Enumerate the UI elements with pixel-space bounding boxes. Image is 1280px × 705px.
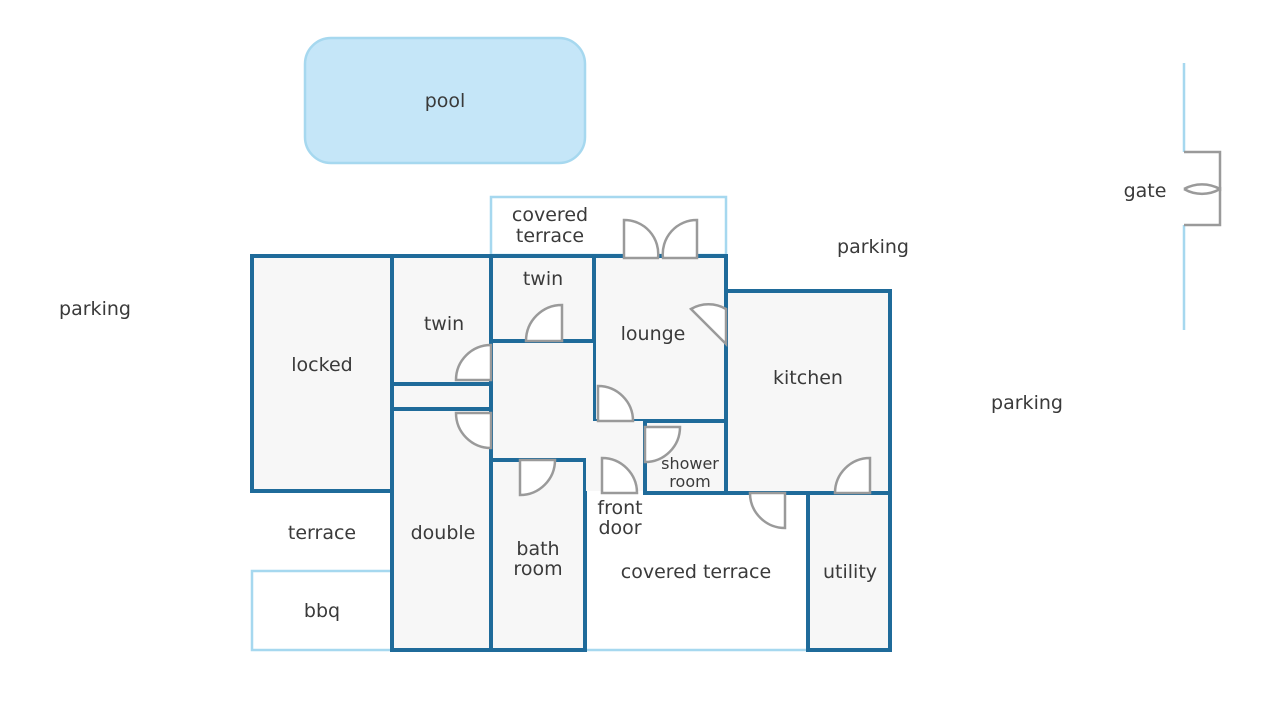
label-covered-terrace-top-2: terrace (516, 225, 584, 247)
door-shower (643, 425, 682, 464)
label-kitchen: kitchen (773, 367, 843, 389)
room-locked (250, 254, 394, 493)
door-lounge-kitchen (688, 303, 728, 348)
door-utility (833, 456, 872, 495)
hall (493, 343, 593, 458)
label-bath-2: room (513, 558, 562, 580)
room-utility (806, 491, 892, 652)
label-double: double (411, 522, 476, 544)
door-bath (518, 458, 557, 497)
door-front (600, 456, 639, 495)
corridor-stub (390, 382, 493, 411)
label-covered-terrace-top-1: covered (512, 204, 588, 226)
label-bath-1: bath (516, 538, 559, 560)
label-gate: gate (1124, 180, 1167, 202)
label-pool: pool (425, 90, 466, 112)
door-terrace-left (622, 218, 660, 260)
door-terrace-right (661, 218, 699, 260)
door-twin-left (454, 343, 493, 382)
label-parking-top: parking (837, 236, 909, 258)
pool-area (303, 36, 587, 165)
gate-door-bottom (1183, 186, 1222, 227)
door-twin-top (524, 303, 564, 343)
label-twin-left: twin (424, 313, 464, 335)
door-double (454, 411, 493, 450)
label-front-door-1: front (597, 497, 642, 519)
label-bbq: bbq (304, 600, 340, 622)
door-lounge-hall (596, 384, 635, 423)
room-bath (489, 458, 587, 652)
door-kitchen-back (748, 491, 787, 530)
label-locked: locked (291, 354, 352, 376)
label-utility: utility (823, 561, 877, 583)
label-twin-top: twin (523, 268, 563, 290)
label-shower-2: room (669, 472, 710, 491)
label-lounge: lounge (621, 323, 686, 345)
label-parking-left: parking (59, 298, 131, 320)
gate-door-top (1183, 150, 1222, 192)
label-parking-right: parking (991, 392, 1063, 414)
label-covered-terrace-bottom: covered terrace (621, 561, 771, 583)
label-terrace: terrace (288, 522, 356, 544)
label-front-door-2: door (598, 517, 641, 539)
room-double (390, 407, 493, 652)
label-shower-1: shower (661, 454, 719, 473)
